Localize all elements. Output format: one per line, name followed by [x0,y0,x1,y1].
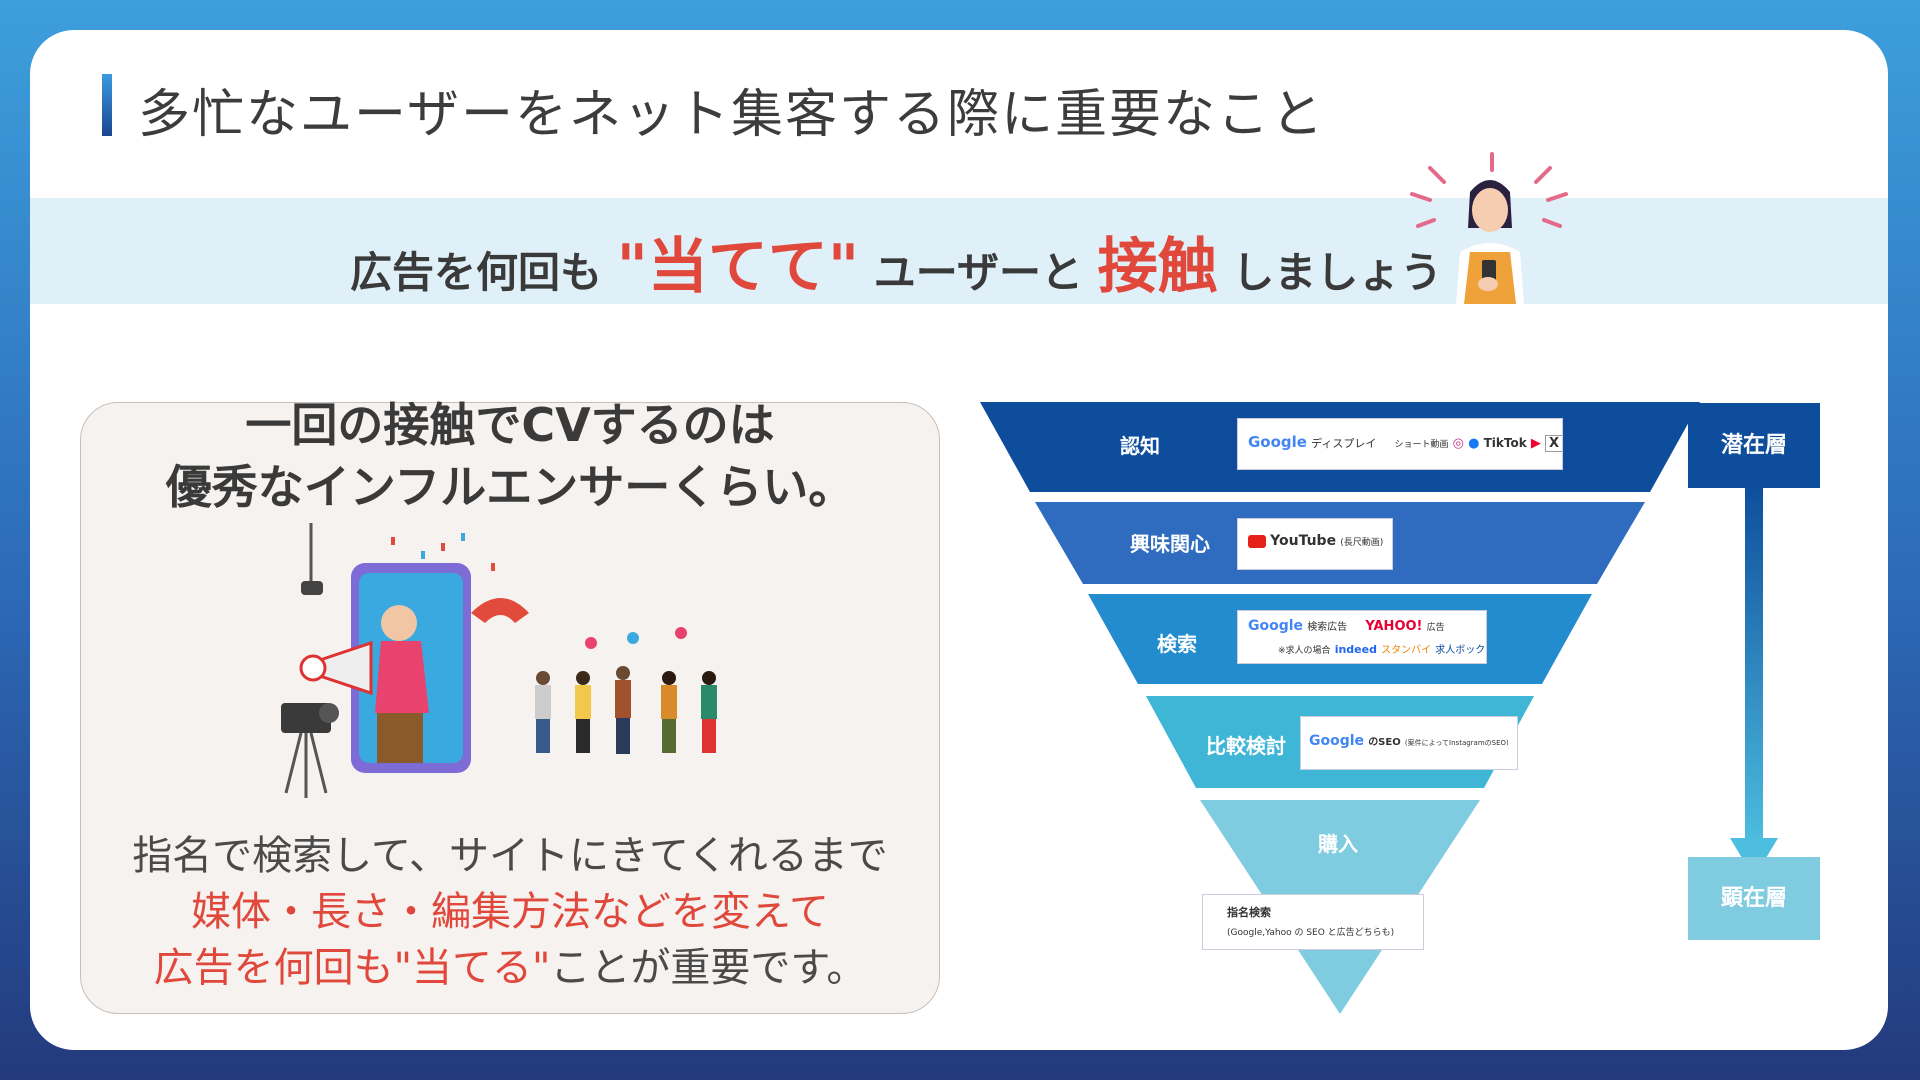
stage-label-hikaku: 比較検討 [1206,734,1286,758]
left-body-line3: 広告を何回も"当てる"ことが重要です。 [81,935,939,993]
youtube-shorts-icon: ▶ [1530,436,1541,451]
short-video-label: ショート動画 [1394,440,1449,450]
left-body-line3-rest: ことが重要です。 [550,945,867,991]
kyujin-box-logo: 求人ボックス [1435,645,1486,656]
awareness-scale: 潜在層 顕在層 [1688,403,1820,940]
facebook-icon: ● [1468,436,1480,451]
search-ad-label: 検索広告 [1307,622,1348,633]
left-body-line2: 媒体・長さ・編集方法などを変えて [191,889,829,935]
busy-woman-illustration [1410,152,1568,304]
stage-label-konyu: 購入 [1318,832,1358,856]
page-title: 多忙なユーザーをネット集客する際に重要なこと [138,85,1325,145]
left-heading-line2: 優秀なインフルエンサーくらい。 [165,460,855,514]
stage-label-kyomi: 興味関心 [1130,532,1210,556]
down-arrow-icon [1730,483,1778,878]
named-search-label: 指名検索 [1227,906,1271,919]
display-label: ディスプレイ [1311,437,1377,450]
seo-label: のSEO [1368,737,1401,748]
google-logo: Google [1248,433,1307,451]
highlight-band [30,198,1888,304]
indeed-logo: indeed [1334,643,1377,656]
logos-ninchi: Google ディスプレイ ショート動画 ◎ ● TikTok ▶ X [1237,418,1563,470]
logos-hikaku: Google のSEO (案件によってInstagramのSEO) [1300,716,1518,770]
influencer-illustration [281,523,717,798]
stage-label-ninchi: 認知 [1120,434,1160,458]
instagram-icon: ◎ [1452,436,1464,451]
stage-label-kensaku: 検索 [1157,632,1197,656]
named-search-note: (Google,Yahoo の SEO と広告どちらも) [1227,928,1395,938]
left-body-line3-red: 広告を何回も"当てる" [153,945,551,991]
left-info-box: 一回の接触でCVするのは 優秀なインフルエンサーくらい。 [80,398,940,1014]
x-logo: X [1545,435,1562,452]
job-case-note: ※求人の場合 [1278,646,1331,656]
instagram-seo-note: (案件によってInstagramのSEO) [1404,739,1509,747]
long-video-label: (長尺動画) [1340,538,1384,548]
logos-kensaku: Google 検索広告 YAHOO! 広告 ※求人の場合 indeed スタンバ… [1237,610,1487,664]
band-accent1: "当てて" [616,232,860,302]
title-accent-bar [102,74,112,136]
latent-layer-label: 潜在層 [1688,403,1820,488]
google-logo: Google [1248,618,1304,634]
band-part2: ユーザーと [873,248,1083,297]
band-accent2: 接触 [1097,232,1218,302]
band-part3: しましょう [1232,248,1443,297]
left-heading-line1: 一回の接触でCVするのは [245,398,775,452]
logos-konyu: 指名検索 (Google,Yahoo の SEO と広告どちらも) [1202,894,1424,950]
stanby-logo: スタンバイ [1381,645,1432,656]
youtube-icon [1248,535,1266,548]
yahoo-ad-label: 広告 [1426,623,1445,633]
manifest-layer-label: 顕在層 [1688,857,1820,940]
youtube-logo: YouTube [1270,533,1337,549]
left-body-line1: 指名で検索して、サイトにきてくれるまで [132,833,888,879]
band-part1: 広告を何回も [350,248,603,297]
marketing-funnel: 認知 興味関心 検索 比較検討 購入 Google ディスプレイ ショート動画 … [980,402,1700,1022]
band-message: 広告を何回も "当てて" ユーザーと 接触 しましょう [350,218,1442,305]
logos-kyomi: YouTube (長尺動画) [1237,518,1393,570]
tiktok-logo: TikTok [1483,436,1527,450]
yahoo-logo: YAHOO! [1365,619,1423,634]
slide-card: 多忙なユーザーをネット集客する際に重要なこと 広告を何回も "当てて" ユーザー… [30,30,1888,1050]
google-logo: Google [1309,733,1365,749]
